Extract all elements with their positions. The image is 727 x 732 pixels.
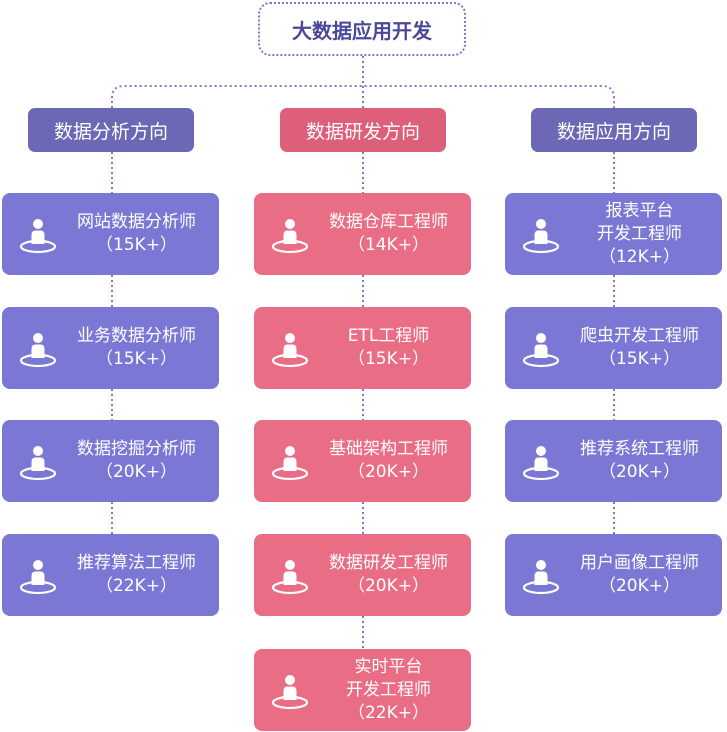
job-title: 爬虫开发工程师 (580, 326, 699, 346)
job-text: 用户画像工程师 （20K+） (563, 534, 716, 616)
job-text: 推荐系统工程师 （20K+） (563, 420, 716, 502)
person-icon (270, 215, 310, 255)
direction-header-2: 数据研发方向 (280, 108, 446, 152)
person-icon (521, 215, 561, 255)
job-salary: （22K+） (95, 576, 178, 596)
person-icon (270, 556, 310, 596)
person-icon (270, 442, 310, 482)
job-title: 用户画像工程师 (580, 553, 699, 573)
job-card: 业务数据分析师 （15K+） (2, 307, 219, 389)
job-salary: （20K+） (598, 576, 681, 596)
job-card: 报表平台开发工程师（12K+） (505, 193, 722, 275)
direction-header-1: 数据分析方向 (28, 108, 194, 152)
job-card: 基础架构工程师 （20K+） (254, 420, 471, 502)
direction-header-3: 数据应用方向 (531, 108, 697, 152)
job-card: 实时平台开发工程师（22K+） (254, 649, 471, 731)
job-title: 推荐系统工程师 (580, 439, 699, 459)
job-title: 基础架构工程师 (329, 439, 448, 459)
job-salary: （12K+） (598, 246, 681, 267)
job-title: 数据研发工程师 (329, 553, 448, 573)
job-text: 基础架构工程师 （20K+） (312, 420, 465, 502)
job-text: 数据仓库工程师 （14K+） (312, 193, 465, 275)
job-card: ETL工程师 （15K+） (254, 307, 471, 389)
job-title: ETL工程师 (347, 326, 430, 346)
job-card: 网站数据分析师 （15K+） (2, 193, 219, 275)
job-card: 数据挖掘分析师 （20K+） (2, 420, 219, 502)
job-title: 开发工程师 (346, 679, 431, 700)
job-salary: （15K+） (347, 349, 430, 369)
job-salary: （15K+） (598, 349, 681, 369)
job-salary: （20K+） (347, 576, 430, 596)
job-title: 实时平台 (354, 656, 423, 677)
job-salary: （22K+） (347, 702, 430, 723)
job-card: 推荐系统工程师 （20K+） (505, 420, 722, 502)
job-card: 爬虫开发工程师 （15K+） (505, 307, 722, 389)
person-icon (18, 329, 58, 369)
job-card: 数据仓库工程师 （14K+） (254, 193, 471, 275)
job-title: 开发工程师 (597, 223, 682, 244)
job-salary: （20K+） (598, 462, 681, 482)
direction-title: 数据分析方向 (53, 120, 168, 143)
job-salary: （20K+） (347, 462, 430, 482)
job-card: 数据研发工程师 （20K+） (254, 534, 471, 616)
person-icon (270, 329, 310, 369)
job-card: 用户画像工程师 （20K+） (505, 534, 722, 616)
job-text: 报表平台开发工程师（12K+） (563, 193, 716, 275)
job-title: 业务数据分析师 (77, 326, 196, 346)
job-text: 推荐算法工程师 （22K+） (60, 534, 213, 616)
job-text: 网站数据分析师 （15K+） (60, 193, 213, 275)
job-text: 数据挖掘分析师 （20K+） (60, 420, 213, 502)
person-icon (18, 215, 58, 255)
root-node: 大数据应用开发 (258, 2, 466, 56)
direction-title: 数据应用方向 (556, 120, 671, 143)
job-title: 推荐算法工程师 (77, 553, 196, 573)
branch-bar (111, 85, 615, 108)
job-title: 数据仓库工程师 (329, 212, 448, 232)
person-icon (521, 442, 561, 482)
direction-title: 数据研发方向 (305, 120, 420, 143)
job-title: 报表平台 (605, 200, 674, 221)
job-card: 推荐算法工程师 （22K+） (2, 534, 219, 616)
person-icon (18, 556, 58, 596)
root-title: 大数据应用开发 (292, 18, 432, 43)
person-icon (270, 671, 310, 711)
person-icon (521, 329, 561, 369)
job-salary: （20K+） (95, 462, 178, 482)
job-text: ETL工程师 （15K+） (312, 307, 465, 389)
job-title: 数据挖掘分析师 (77, 439, 196, 459)
job-salary: （15K+） (95, 349, 178, 369)
job-text: 爬虫开发工程师 （15K+） (563, 307, 716, 389)
job-salary: （14K+） (347, 235, 430, 255)
job-text: 业务数据分析师 （15K+） (60, 307, 213, 389)
person-icon (18, 442, 58, 482)
job-title: 网站数据分析师 (77, 212, 196, 232)
job-salary: （15K+） (95, 235, 178, 255)
job-text: 数据研发工程师 （20K+） (312, 534, 465, 616)
person-icon (521, 556, 561, 596)
job-text: 实时平台开发工程师（22K+） (312, 649, 465, 731)
